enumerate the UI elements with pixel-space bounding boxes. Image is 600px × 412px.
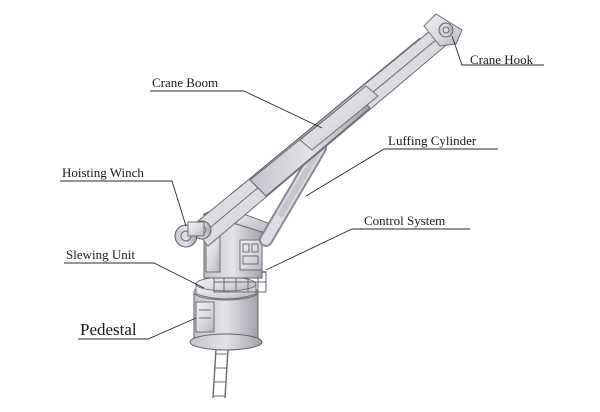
label-luffing-cylinder: Luffing Cylinder xyxy=(388,133,477,148)
slewing-ring xyxy=(195,276,257,300)
luffing-cylinder xyxy=(259,141,327,247)
label-slewing-unit: Slewing Unit xyxy=(66,247,135,262)
label-control-system: Control System xyxy=(364,213,445,228)
boom xyxy=(191,25,451,247)
label-crane-hook: Crane Hook xyxy=(470,52,534,67)
label-crane-boom: Crane Boom xyxy=(152,75,218,90)
label-hoisting-winch: Hoisting Winch xyxy=(62,165,144,180)
leader-lines xyxy=(60,35,544,340)
label-pedestal: Pedestal xyxy=(80,320,137,339)
